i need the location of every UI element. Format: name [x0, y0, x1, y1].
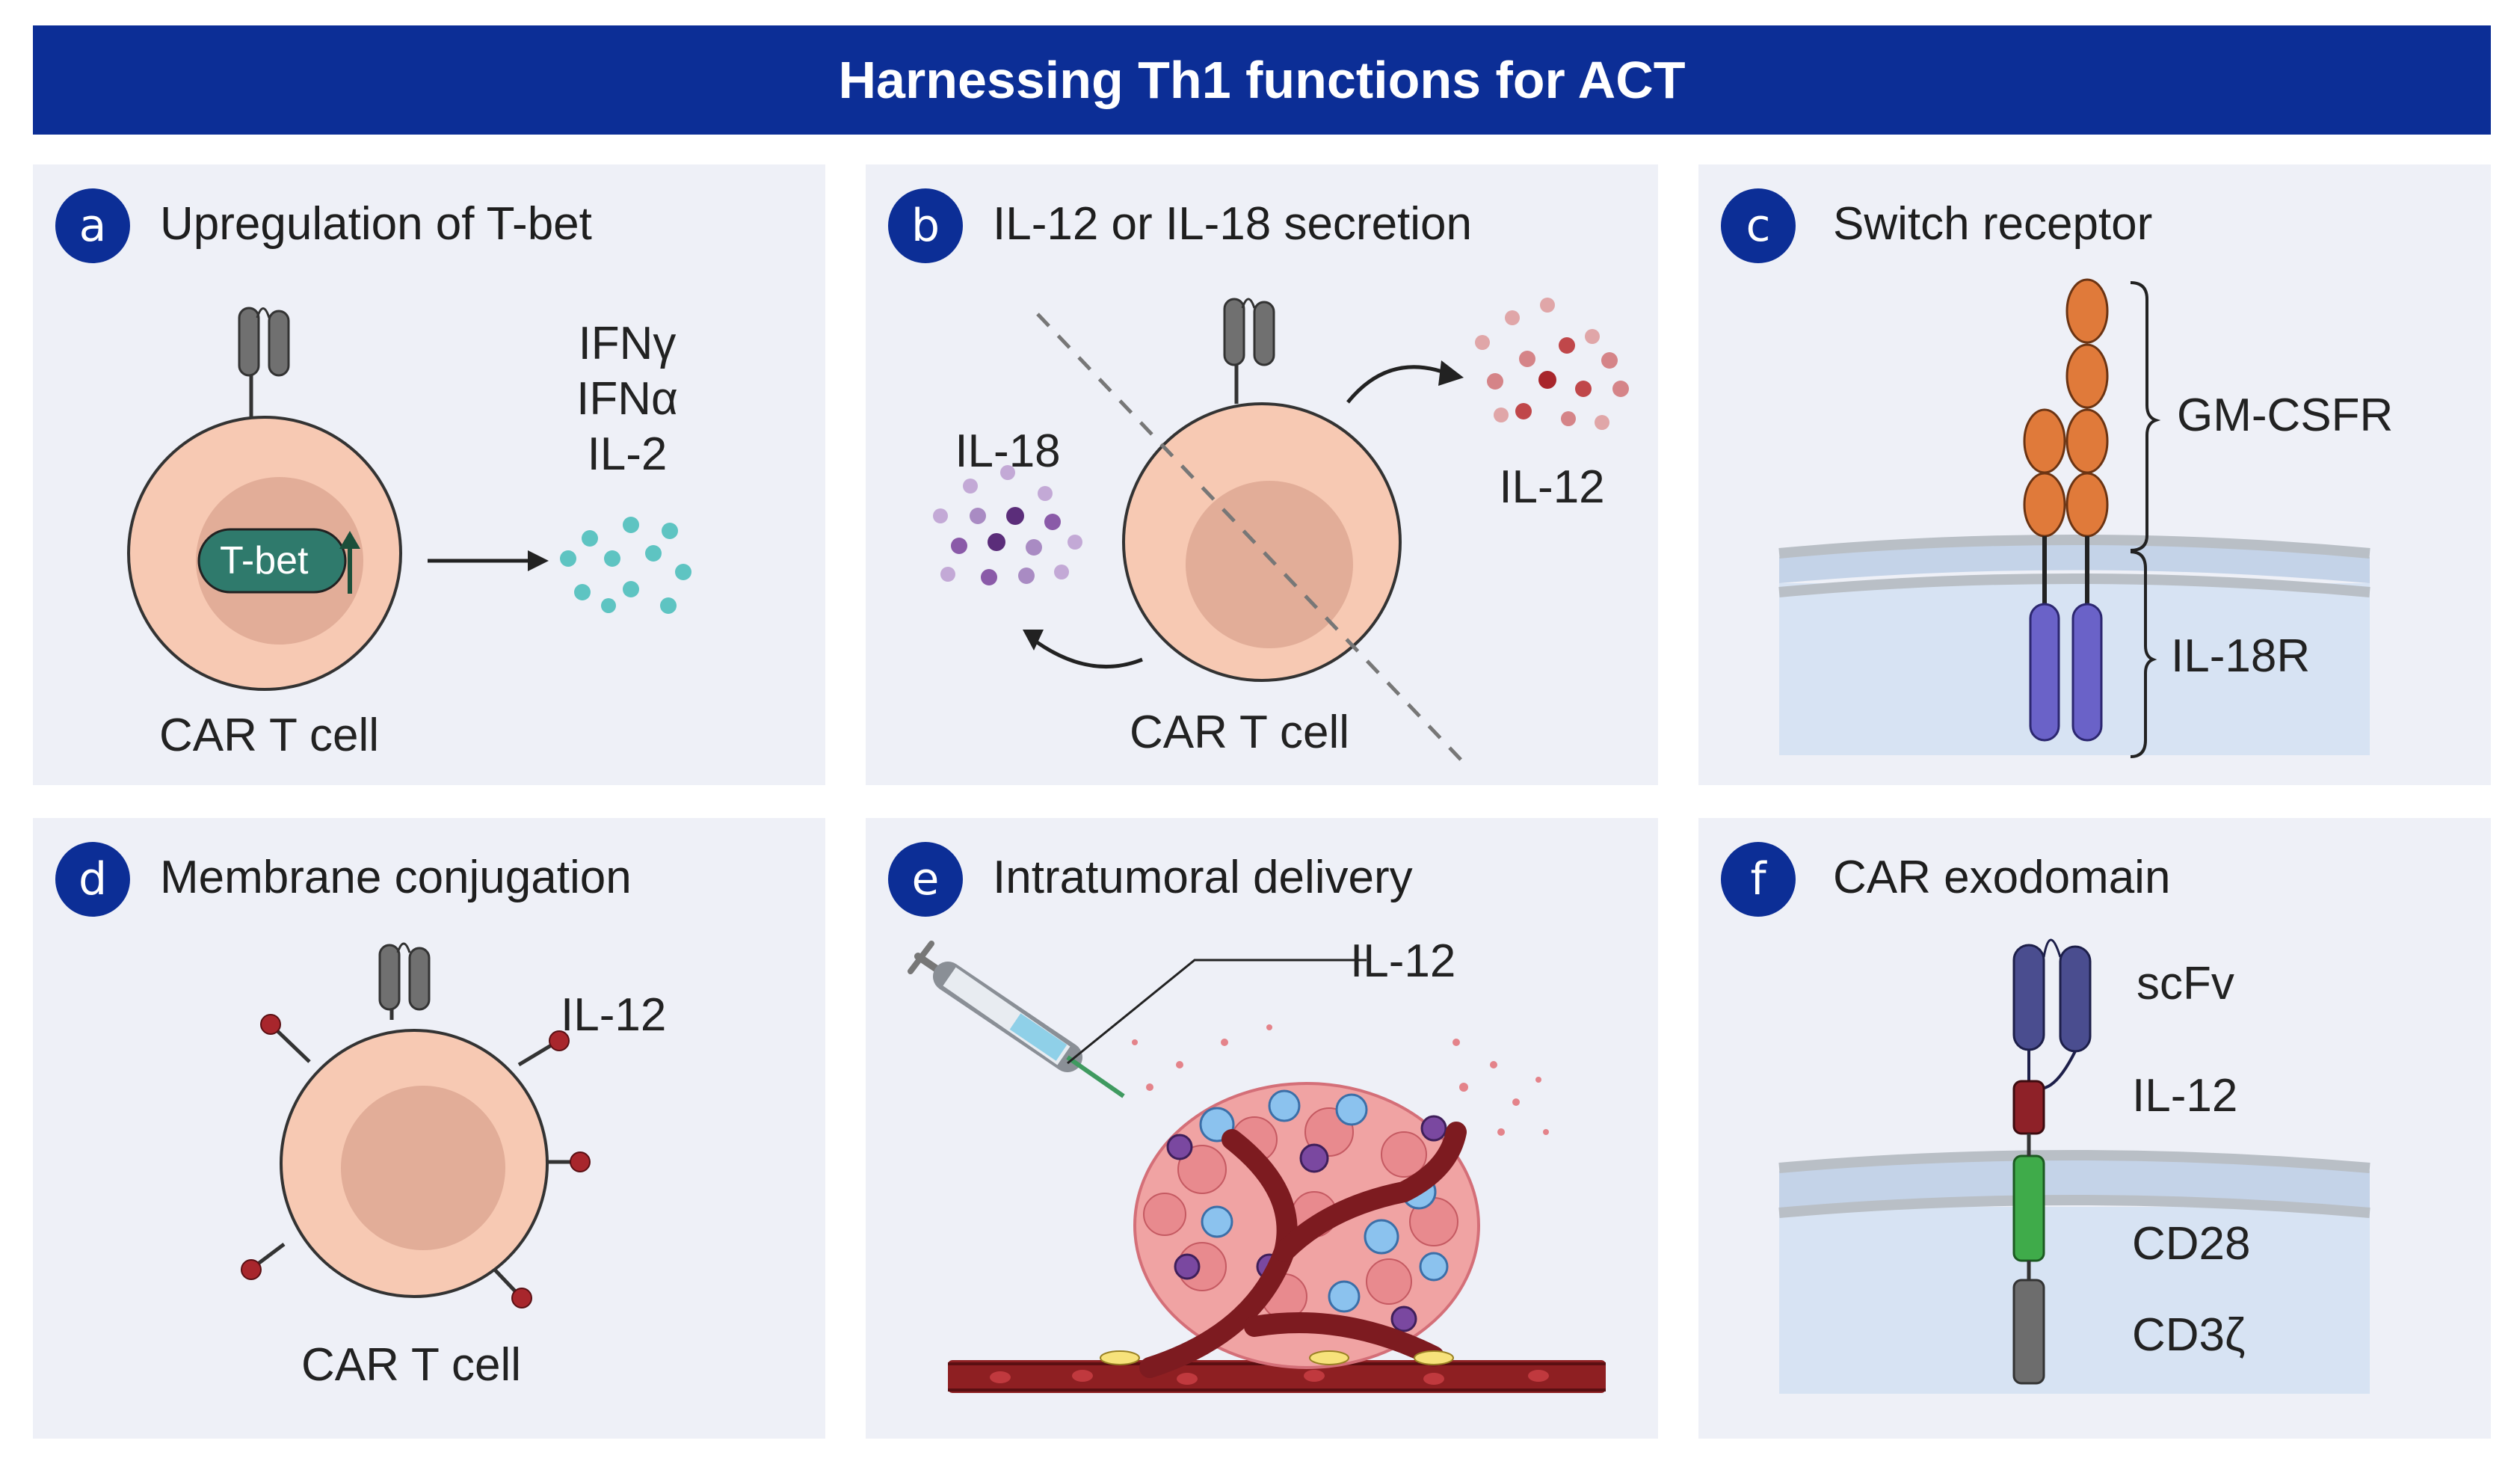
il12-domain [2012, 1080, 2045, 1135]
panel-badge-a: a [55, 188, 130, 263]
panel-a-illustration [127, 307, 691, 691]
car-receptor-icon [238, 307, 290, 419]
tbet-label: T-bet [220, 539, 309, 582]
il18r-domains [2029, 603, 2103, 742]
il12-dots [241, 1014, 591, 1309]
gmcsfr-label: GM-CSFR [2177, 390, 2394, 441]
title-banner: Harnessing Th1 functions for ACT [33, 25, 2491, 135]
curved-arrow-icon [1346, 360, 1464, 404]
panel-title: Membrane conjugation [160, 852, 632, 903]
panel-e-illustration [908, 941, 1606, 1393]
scfv-domain [2012, 938, 2092, 1090]
panel-title: Upregulation of T-bet [160, 198, 592, 250]
tumor-icon [1100, 1024, 1549, 1378]
cd28-label: CD28 [2132, 1218, 2251, 1270]
cell-label: CAR T cell [1129, 707, 1350, 758]
panel-badge-d: d [55, 842, 130, 917]
il18-dots [933, 465, 1082, 585]
il18r-label: IL-18R [2171, 630, 2311, 682]
tbet-pill [197, 528, 347, 594]
label-leader-line [1067, 959, 1367, 1065]
right-arrow-icon [428, 550, 549, 571]
ifn-dots [560, 517, 691, 614]
cd3z-domain [2012, 1279, 2045, 1385]
il12-label: IL-12 [2132, 1070, 2238, 1122]
panel-badge-b: b [888, 188, 963, 263]
cell-label: CAR T cell [301, 1339, 522, 1391]
blood-vessel-icon [948, 1360, 1606, 1393]
cytokine-label: IL-2 [587, 428, 668, 480]
panel-b: b IL-12 or IL-18 secretion IL-18 IL-12 C… [866, 164, 1658, 785]
cell-membrane [1778, 1150, 2370, 1394]
transmembrane-stalks [2042, 536, 2089, 607]
panel-badge-f: f [1721, 842, 1796, 917]
panel-e: e Intratumoral delivery IL-12 [866, 818, 1658, 1439]
panel-c: c Switch receptor GM-CSFR IL-18R [1698, 164, 2491, 785]
bracket-icon [2130, 281, 2161, 758]
figure-title: Harnessing Th1 functions for ACT [838, 51, 1686, 109]
scfv-label: scFv [2137, 958, 2234, 1009]
panel-c-illustration [1778, 278, 2370, 758]
panel-title: CAR exodomain [1833, 852, 2171, 903]
panel-f: f CAR exodomain scFv IL-12 CD28 CD3ζ [1698, 818, 2491, 1439]
panel-d-illustration [241, 942, 591, 1309]
cd28-domain [2012, 1154, 2045, 1262]
panel-title: Switch receptor [1833, 198, 2153, 250]
panel-badge-e: e [888, 842, 963, 917]
panel-title: Intratumoral delivery [993, 852, 1413, 903]
panel-a: a Upregulation of T-bet T-bet IFNγ IFNα … [33, 164, 825, 785]
syringe-icon [908, 941, 1125, 1098]
nucleus [1186, 481, 1353, 648]
panel-b-illustration [933, 298, 1629, 764]
il12-dots [1475, 298, 1629, 430]
dashed-divider [1036, 313, 1465, 764]
cd3z-label: CD3ζ [2132, 1309, 2246, 1361]
car-receptor-icon [1223, 298, 1275, 404]
cell-label: CAR T cell [158, 710, 380, 761]
up-arrow-icon [339, 531, 360, 594]
panel-title: IL-12 or IL-18 secretion [993, 198, 1473, 250]
cytokine-label: IFNα [576, 373, 678, 425]
nucleus [341, 1086, 505, 1250]
panel-f-illustration [1778, 938, 2370, 1394]
panel-badge-c: c [1721, 188, 1796, 263]
car-receptor-icon [378, 942, 431, 1020]
curved-arrow-icon [1023, 630, 1143, 668]
il12-label: IL-12 [1499, 461, 1605, 513]
il18-label: IL-18 [955, 425, 1061, 477]
cytokine-label: IFNγ [578, 318, 677, 369]
il12-label: IL-12 [1350, 935, 1456, 987]
panel-d: d Membrane conjugation IL-12 CAR T cell [33, 818, 825, 1439]
gmcsfr-domains [2023, 278, 2109, 538]
il12-label: IL-12 [561, 989, 667, 1041]
